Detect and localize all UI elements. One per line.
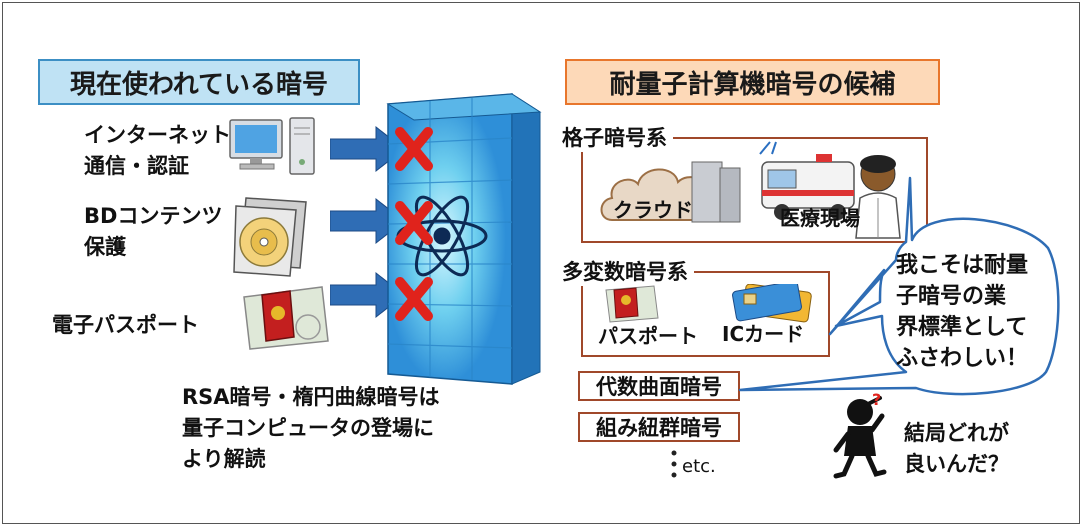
bd-label-line1: BDコンテンツ [84, 204, 223, 228]
bubble-line1: 我こそは耐量 [896, 253, 1029, 278]
broken-cross-icons [395, 127, 433, 321]
passport-small-label: パスポート [598, 324, 698, 348]
question-line1: 結局どれが [904, 421, 1009, 445]
lattice-group-box [581, 137, 928, 243]
bd-label: BDコンテンツ 保護 [84, 201, 222, 263]
question-mark: ? [872, 390, 882, 409]
note-line2: 量子コンピュータの登場に [182, 416, 434, 440]
ic-card-icon [732, 284, 812, 323]
quantum-break-note: RSA暗号・楕円曲線暗号は 量子コンピュータの登場に より解読 [182, 382, 440, 475]
internet-label-line2: 通信・認証 [84, 154, 189, 178]
cloud-icon [600, 161, 741, 223]
medical-scene-icon [759, 141, 901, 239]
computer-icon [229, 117, 315, 175]
vertical-ellipsis-icon [671, 450, 677, 478]
internet-label: インターネット 通信・認証 [84, 120, 231, 182]
braid-group-box: 組み紐群暗号 [578, 412, 740, 442]
current-crypto-title: 現在使われている暗号 [38, 59, 360, 105]
ic-card-label: ICカード [722, 322, 805, 346]
note-line1: RSA暗号・楕円曲線暗号は [182, 385, 440, 409]
note-line3: より解読 [182, 447, 266, 471]
arrows-to-wall [330, 125, 405, 319]
multivariate-label: 多変数暗号系 [562, 256, 694, 286]
confused-person-icon [833, 396, 887, 479]
bubble-line2: 子暗号の業 [896, 284, 1007, 309]
passport-icon [243, 286, 329, 350]
etc-label: etc. [682, 456, 716, 477]
bubble-text: 我こそは耐量 子暗号の業 界標準として ふさわしい！ [896, 250, 1028, 374]
cloud-label: クラウド [613, 198, 693, 222]
which-is-best-text: 結局どれが 良いんだ？ [904, 418, 1009, 480]
algebraic-surface-box: 代数曲面暗号 [578, 371, 740, 401]
passport-small-icon [605, 285, 659, 323]
internet-label-line1: インターネット [84, 123, 231, 147]
question-line2: 良いんだ？ [904, 452, 1009, 476]
bd-disc-icon [233, 197, 307, 277]
bubble-line3: 界標準として [896, 315, 1028, 340]
crypto-wall-icon [386, 93, 542, 385]
speech-bubble [738, 176, 1060, 396]
lattice-label: 格子暗号系 [562, 122, 673, 152]
e-passport-label: 電子パスポート [52, 313, 199, 337]
bubble-line4: ふさわしい！ [896, 346, 1029, 371]
multivariate-group-box [581, 271, 830, 357]
bd-label-line2: 保護 [84, 235, 126, 259]
pqc-candidates-title: 耐量子計算機暗号の候補 [565, 59, 940, 105]
medical-label: 医療現場 [780, 206, 860, 230]
